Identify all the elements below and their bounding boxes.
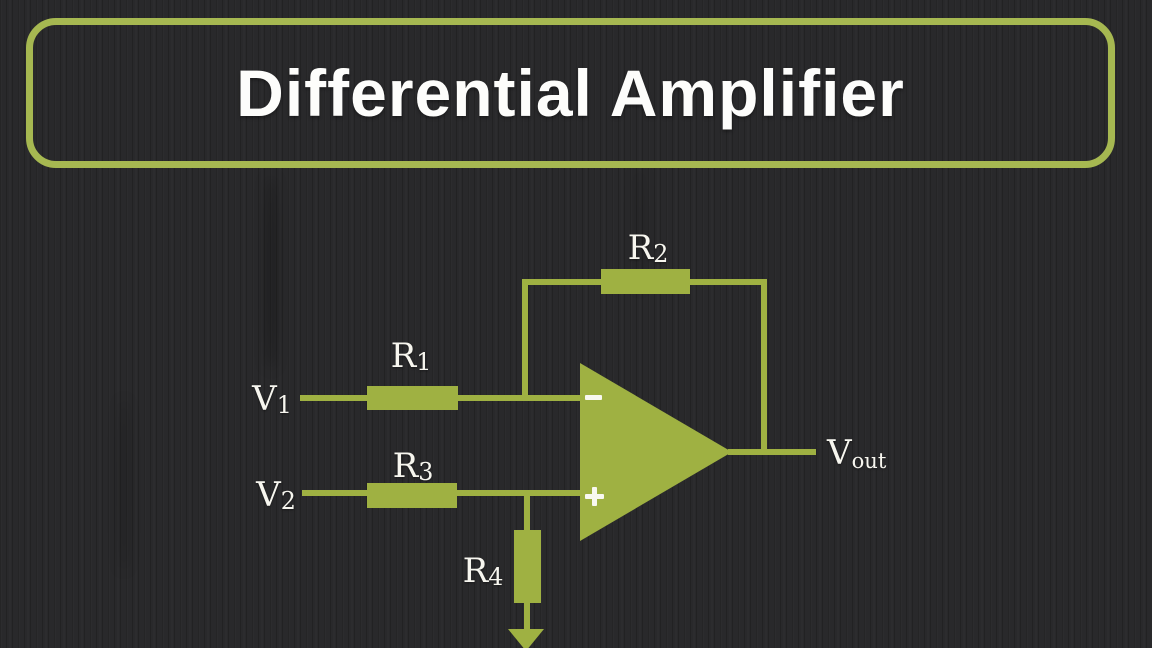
wire-v2-input [302, 490, 368, 496]
minus-icon [585, 395, 602, 400]
page-title: Differential Amplifier [236, 56, 905, 130]
label-r2-base: R [627, 228, 654, 268]
label-r2-sub: 2 [653, 240, 669, 269]
label-v1: V1 [252, 379, 292, 420]
label-vout-base: V [827, 433, 852, 473]
opamp-triangle [580, 363, 732, 541]
wire-r4-to-ground [524, 603, 530, 631]
label-r1-base: R [390, 336, 417, 376]
wire-r1-to-opamp [458, 395, 580, 401]
chalk-smudge [266, 178, 276, 368]
wire-feedback-left-vertical [522, 282, 528, 401]
label-r3-sub: 3 [418, 458, 434, 487]
label-v1-base: V [252, 379, 277, 419]
label-r4-base: R [462, 551, 489, 591]
label-r2: R2 [627, 228, 669, 269]
wire-r3-to-opamp [457, 490, 580, 496]
label-v1-sub: 1 [276, 391, 292, 420]
resistor-r1 [367, 386, 458, 410]
wire-v1-input [300, 395, 368, 401]
label-vout: Vout [827, 433, 887, 473]
wire-feedback-right-vertical [761, 279, 767, 455]
label-r4: R4 [462, 551, 504, 592]
wire-output [728, 449, 816, 455]
ground-arrow-icon [508, 629, 544, 648]
plus-icon [585, 487, 604, 506]
label-r3: R3 [392, 446, 434, 487]
resistor-r3 [367, 483, 457, 508]
label-r4-sub: 4 [488, 563, 504, 592]
wire-r4-tap [524, 492, 530, 530]
label-v2-sub: 2 [280, 487, 296, 516]
resistor-r2 [601, 269, 690, 294]
label-vout-sub: out [851, 447, 887, 473]
title-box: Differential Amplifier [26, 18, 1115, 168]
label-v2-base: V [256, 475, 281, 515]
chalk-smudge [120, 400, 128, 570]
label-v2: V2 [256, 475, 296, 516]
label-r1: R1 [390, 336, 432, 377]
resistor-r4 [514, 530, 541, 603]
label-r3-base: R [392, 446, 419, 486]
label-r1-sub: 1 [416, 348, 432, 377]
